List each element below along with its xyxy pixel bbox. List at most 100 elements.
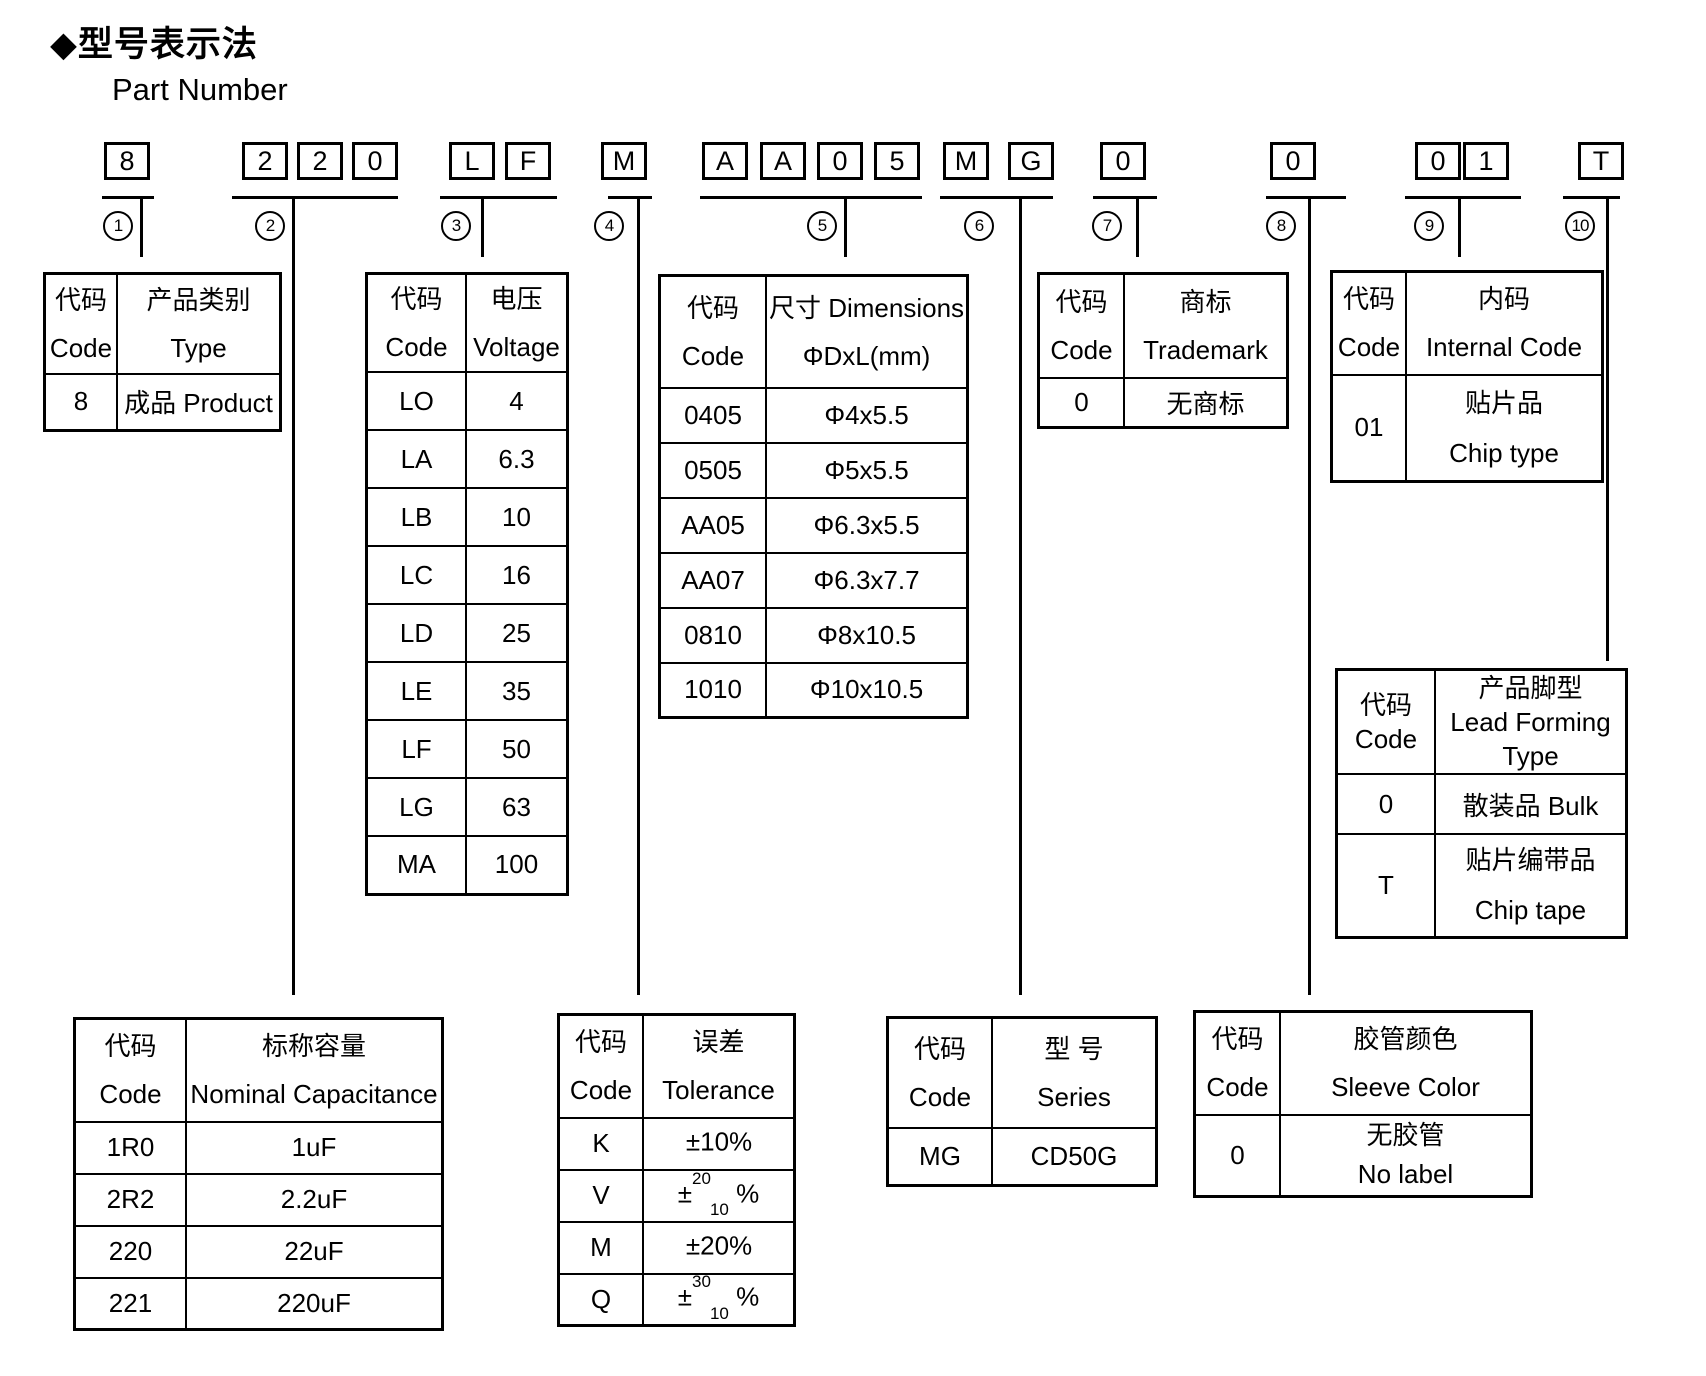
header-cell: 代码 Code <box>1037 272 1125 379</box>
header-cell: 代码 Code <box>886 1016 993 1129</box>
table-row: 代码 Code 产品类别 Type <box>43 272 282 375</box>
value-cell: 10 <box>465 487 569 547</box>
table-row: K ±10% <box>557 1116 796 1171</box>
header-line-en: Code <box>1337 332 1401 363</box>
value-cell: Φ10x10.5 <box>765 661 969 719</box>
header-line-zh: 产品脚型 <box>1478 673 1583 703</box>
code-cell: LD <box>365 603 467 663</box>
connector-line <box>1308 199 1311 995</box>
value-cell: Φ6.3x7.7 <box>765 551 969 609</box>
table-row: 代码 Code 尺寸 Dimensions ΦDxL(mm) <box>658 274 969 389</box>
header-line-zh: 代码 <box>390 284 443 314</box>
value-cell: 220uF <box>185 1276 444 1331</box>
code-cell: MG <box>886 1126 993 1187</box>
header-cell: 代码 Code <box>73 1017 187 1123</box>
tolerance-value-cell: ±2010 % <box>642 1168 796 1223</box>
lead-forming-table: 代码 Code 产品脚型 Lead Forming Type 0 散装品 Bul… <box>1335 668 1628 939</box>
value-cell: 无胶管 No label <box>1279 1113 1533 1198</box>
code-cell: LA <box>365 429 467 489</box>
value-cell: 4 <box>465 371 569 431</box>
value-cell: CD50G <box>991 1126 1158 1187</box>
group-number-badge: 8 <box>1266 211 1296 241</box>
value-line-en: No label <box>1357 1159 1454 1190</box>
trademark-table: 代码 Code 商标 Trademark 0 无商标 <box>1037 272 1289 429</box>
table-row: 代码 Code 标称容量 Nominal Capacitance <box>73 1017 444 1123</box>
group-underline <box>102 196 154 199</box>
value-cell: 16 <box>465 545 569 605</box>
header-line-zh: 产品类别 <box>146 284 251 315</box>
header-line-zh: 型 号 <box>1044 1033 1104 1064</box>
code-cell: LO <box>365 371 467 431</box>
code-cell: 221 <box>73 1276 187 1331</box>
tolerance-value-cell: ±20% <box>642 1220 796 1275</box>
header-line-en: Code <box>49 332 113 363</box>
sleeve-color-table: 代码 Code 胶管颜色 Sleeve Color 0 无胶管 No label <box>1193 1010 1533 1198</box>
header-line-en: Code <box>99 1079 162 1110</box>
table-row: T 贴片编带品 Chip tape <box>1335 833 1628 938</box>
table-row: 0 无商标 <box>1037 376 1289 429</box>
group-underline <box>608 196 652 199</box>
tolerance-upper: 30 <box>692 1272 711 1292</box>
table-row: M ±20% <box>557 1220 796 1275</box>
group-number-badge: 10 <box>1565 211 1595 241</box>
header-line-zh: 商标 <box>1179 286 1232 317</box>
code-cell: 1R0 <box>73 1120 187 1175</box>
header-cell: 误差 Tolerance <box>642 1013 796 1119</box>
header-cell: 电压 Voltage <box>465 272 569 373</box>
group-underline <box>1563 196 1620 199</box>
header-line-en: Lead Forming <box>1450 707 1611 737</box>
tolerance-table: 代码 Code 误差 Tolerance K ±10% V ±2010 % M … <box>557 1013 796 1327</box>
group-underline <box>940 196 1053 199</box>
group-number-badge: 7 <box>1092 211 1122 241</box>
part-char-box: 2 <box>297 142 343 180</box>
table-row: Q ±3010 % <box>557 1272 796 1327</box>
header-line-zh: 代码 <box>1055 286 1108 317</box>
connector-line <box>637 199 640 995</box>
group-underline <box>700 196 922 199</box>
code-cell: LF <box>365 719 467 779</box>
tolerance-suffix: % <box>728 1178 760 1209</box>
group-underline <box>440 196 557 199</box>
code-cell: LE <box>365 661 467 721</box>
group-underline <box>1266 196 1346 199</box>
product-table: 代码 Code 产品类别 Type 8 成品 Product <box>43 272 282 432</box>
header-line-zh: 电压 <box>490 284 543 314</box>
value-line-zh: 贴片品 <box>1464 387 1543 418</box>
table-row: 代码 Code 商标 Trademark <box>1037 272 1289 379</box>
header-cell: 代码 Code <box>1330 270 1407 376</box>
tolerance-lower: 10 <box>709 1200 729 1220</box>
value-cell: 2.2uF <box>185 1172 444 1227</box>
part-char-box: M <box>601 142 647 180</box>
header-line-zh: 代码 <box>1359 690 1412 720</box>
group-number-badge: 5 <box>807 211 837 241</box>
part-char-box: G <box>1008 142 1054 180</box>
connector-line <box>140 199 143 257</box>
table-row: 8 成品 Product <box>43 372 282 432</box>
header-cell: 尺寸 Dimensions ΦDxL(mm) <box>765 274 969 389</box>
header-cell: 标称容量 Nominal Capacitance <box>185 1017 444 1123</box>
table-row: 代码 Code 误差 Tolerance <box>557 1013 796 1119</box>
value-cell: Φ6.3x5.5 <box>765 496 969 554</box>
table-row: 0 无胶管 No label <box>1193 1113 1533 1198</box>
group-underline <box>232 196 398 199</box>
code-cell: 1010 <box>658 661 767 719</box>
value-cell: Φ4x5.5 <box>765 386 969 444</box>
header-line-en: Code <box>908 1081 972 1112</box>
header-line-zh: 误差 <box>692 1027 745 1058</box>
code-cell: LC <box>365 545 467 605</box>
header-line-en: ΦDxL(mm) <box>802 340 931 371</box>
part-char-box: 1 <box>1463 142 1509 180</box>
value-line-zh: 无胶管 <box>1366 1120 1445 1151</box>
part-char-box: 0 <box>1415 142 1461 180</box>
header-cell: 产品脚型 Lead Forming Type <box>1434 668 1628 775</box>
